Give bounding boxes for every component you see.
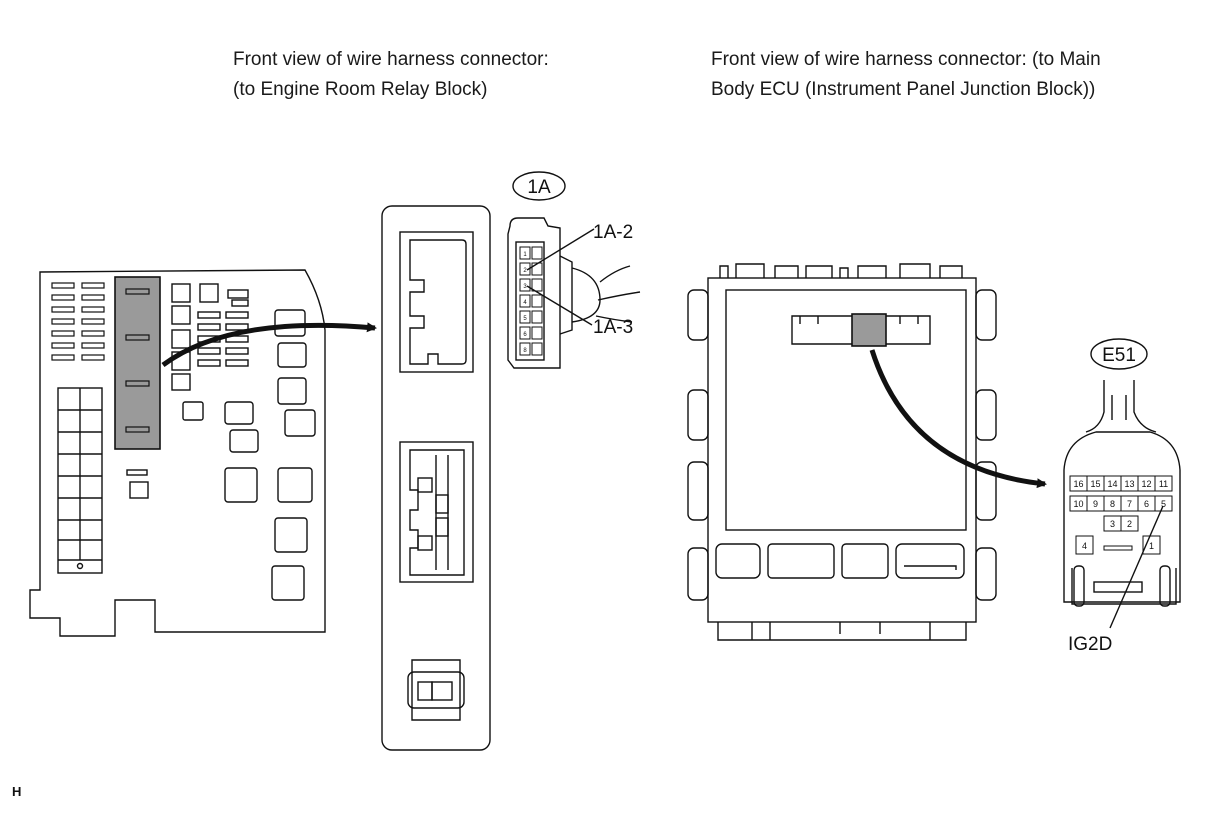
- callout-ig2d: IG2D: [1068, 634, 1112, 655]
- pin-label: 13: [1124, 479, 1134, 489]
- ecu-highlight-connector: [851, 313, 887, 347]
- left-caption-line-2: (to Engine Room Relay Block): [233, 79, 488, 100]
- connector-e51-pins: 16 15 14 13 12 11 10 9 8 7 6 5 3 2 4 1: [1069, 475, 1173, 555]
- figure-code: H: [12, 784, 22, 799]
- left-caption: Front view of wire harness connector: (t…: [233, 45, 653, 105]
- left-caption-line-1: Front view of wire harness connector:: [233, 49, 549, 70]
- pin-label: 6: [523, 332, 527, 338]
- relay-block-highlight-connector: [114, 276, 161, 450]
- callout-line-ig2d: [1109, 505, 1164, 629]
- pin-label: 3: [1110, 519, 1115, 529]
- callout-1a-3: 1A-3: [593, 317, 633, 338]
- relay-connector-panel: [381, 205, 491, 751]
- pin-label: 3: [523, 284, 527, 290]
- connector-1a-pins: 1 2 3 4 5 6 8: [519, 246, 543, 356]
- callout-line-1a-3: [526, 285, 593, 326]
- connector-1a-id: 1A: [527, 177, 551, 198]
- right-caption-line-2: Body ECU (Instrument Panel Junction Bloc…: [711, 79, 1096, 100]
- pin-label: 7: [1127, 499, 1132, 509]
- pin-label: 11: [1159, 479, 1168, 489]
- main-body-ecu: [687, 263, 997, 641]
- pin-label: 12: [1141, 479, 1151, 489]
- pin-label: 4: [523, 300, 527, 306]
- connector-1a: 1A 1 2 3 4 5 6 8 1A-2: [507, 171, 641, 369]
- connector-e51: E51 16 15 14 13 12 11 10 9 8 7 6 5: [1063, 338, 1181, 655]
- pin-label: 14: [1107, 479, 1117, 489]
- pin-label: 5: [1161, 499, 1166, 509]
- right-caption-line-1: Front view of wire harness connector: (t…: [711, 49, 1101, 70]
- pin-label: 9: [1093, 499, 1098, 509]
- connector-1a-badge: [512, 171, 566, 201]
- pin-label: 10: [1073, 499, 1083, 509]
- callout-1a-2: 1A-2: [593, 222, 633, 243]
- arrow-to-e51: [869, 349, 1047, 489]
- pin-label: 5: [523, 316, 527, 322]
- callout-line-1a-2: [526, 228, 595, 271]
- pin-label: 16: [1073, 479, 1083, 489]
- pin-label: 8: [523, 348, 527, 354]
- arrow-to-relay-connector: [161, 322, 377, 368]
- pin-label: 8: [1110, 499, 1115, 509]
- pin-label: 1: [1149, 541, 1154, 551]
- right-caption: Front view of wire harness connector: (t…: [711, 45, 1201, 105]
- pin-label: 2: [523, 268, 527, 274]
- pin-label: 4: [1082, 541, 1087, 551]
- pin-label: 1: [523, 252, 527, 258]
- pin-label: 15: [1090, 479, 1100, 489]
- pin-label: 6: [1144, 499, 1149, 509]
- connector-e51-badge: [1090, 338, 1148, 370]
- connector-e51-id: E51: [1102, 345, 1136, 366]
- pin-label: 2: [1127, 519, 1132, 529]
